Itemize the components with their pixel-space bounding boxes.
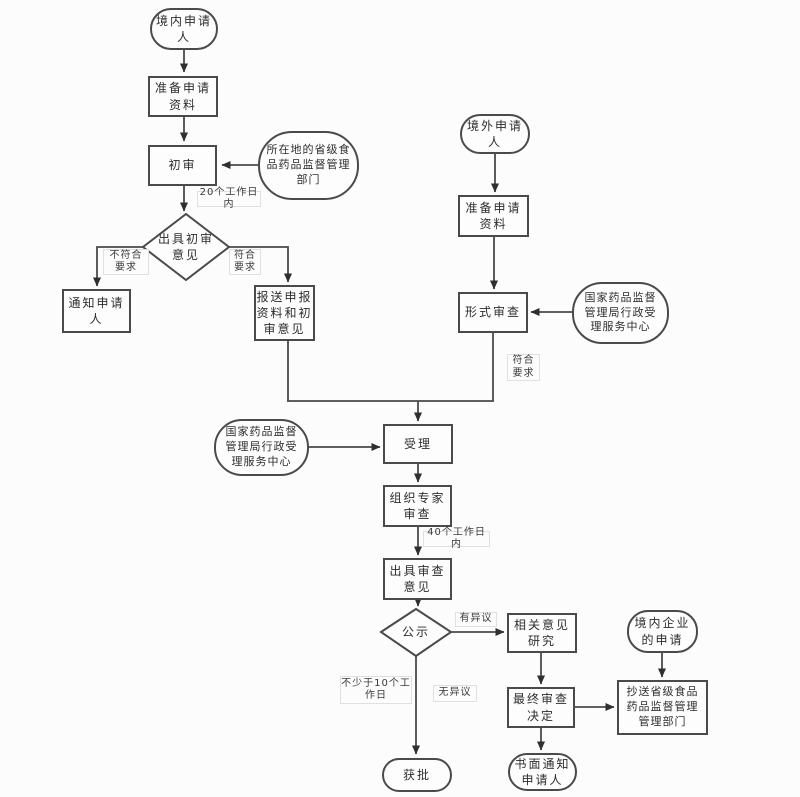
node-approved: 获批 bbox=[382, 758, 452, 792]
node-submit-materials-opinion: 报送申报 资料和初 审意见 bbox=[254, 285, 315, 341]
node-preliminary-review: 初审 bbox=[148, 145, 217, 186]
node-copy-provincial-fda-dept: 抄送省级食品 药品监督管理 管理部门 bbox=[617, 680, 708, 735]
node-overseas-applicant: 境外申请 人 bbox=[460, 114, 530, 154]
decision-preliminary-diamond bbox=[141, 212, 231, 282]
edge-label-within-40-days: 40个工作日内 bbox=[423, 527, 490, 550]
node-acceptance: 受理 bbox=[383, 424, 453, 464]
arrow-decision-to-submit bbox=[229, 246, 292, 283]
node-organize-expert-review: 组织专家 审查 bbox=[383, 485, 452, 527]
node-provincial-fda-dept: 所在地的省级食 品药品监督管理 部门 bbox=[258, 131, 359, 200]
edge-label-no-objection: 无异议 bbox=[433, 685, 477, 702]
edge-label-has-objection: 有异议 bbox=[455, 612, 497, 627]
node-decision-publicity: 公示 bbox=[401, 624, 430, 639]
edge-label-meet-requirements-initial: 符合 要求 bbox=[229, 249, 261, 275]
edge-label-at-least-10-working-days: 不少于10个工 作日 bbox=[340, 676, 412, 704]
node-domestic-enterprise-application: 境内企业 的申请 bbox=[627, 610, 698, 653]
decision-publicity-diamond bbox=[379, 607, 453, 658]
node-nmpa-acceptance-center-right: 国家药品监督 管理局行政受 理服务中心 bbox=[572, 282, 669, 344]
edge-label-within-20-days: 20个工作日内 bbox=[197, 187, 261, 210]
arrow-decision-to-notify bbox=[93, 246, 143, 287]
node-decision-preliminary-opinion: 出具初审 意见 bbox=[157, 231, 214, 262]
edge-label-not-meet-requirements: 不符合 要求 bbox=[103, 249, 149, 275]
node-nmpa-acceptance-center-left: 国家药品监督 管理局行政受 理服务中心 bbox=[214, 419, 309, 476]
node-notify-applicant: 通知申请 人 bbox=[62, 289, 131, 333]
edge-label-meet-requirements-formal: 符合 要求 bbox=[507, 354, 540, 381]
node-written-notice-applicant: 书面通知 申请人 bbox=[508, 753, 577, 791]
node-prepare-materials-domestic: 准备申请 资料 bbox=[148, 76, 218, 117]
node-issue-review-opinion: 出具审查 意见 bbox=[383, 558, 452, 600]
node-prepare-materials-overseas: 准备申请 资料 bbox=[458, 195, 529, 237]
node-related-opinion-research: 相关意见 研究 bbox=[507, 613, 577, 653]
node-formal-review: 形式审查 bbox=[458, 292, 528, 333]
node-final-review-decision: 最终审查 决定 bbox=[507, 687, 575, 728]
node-domestic-applicant: 境内申请 人 bbox=[150, 8, 218, 50]
